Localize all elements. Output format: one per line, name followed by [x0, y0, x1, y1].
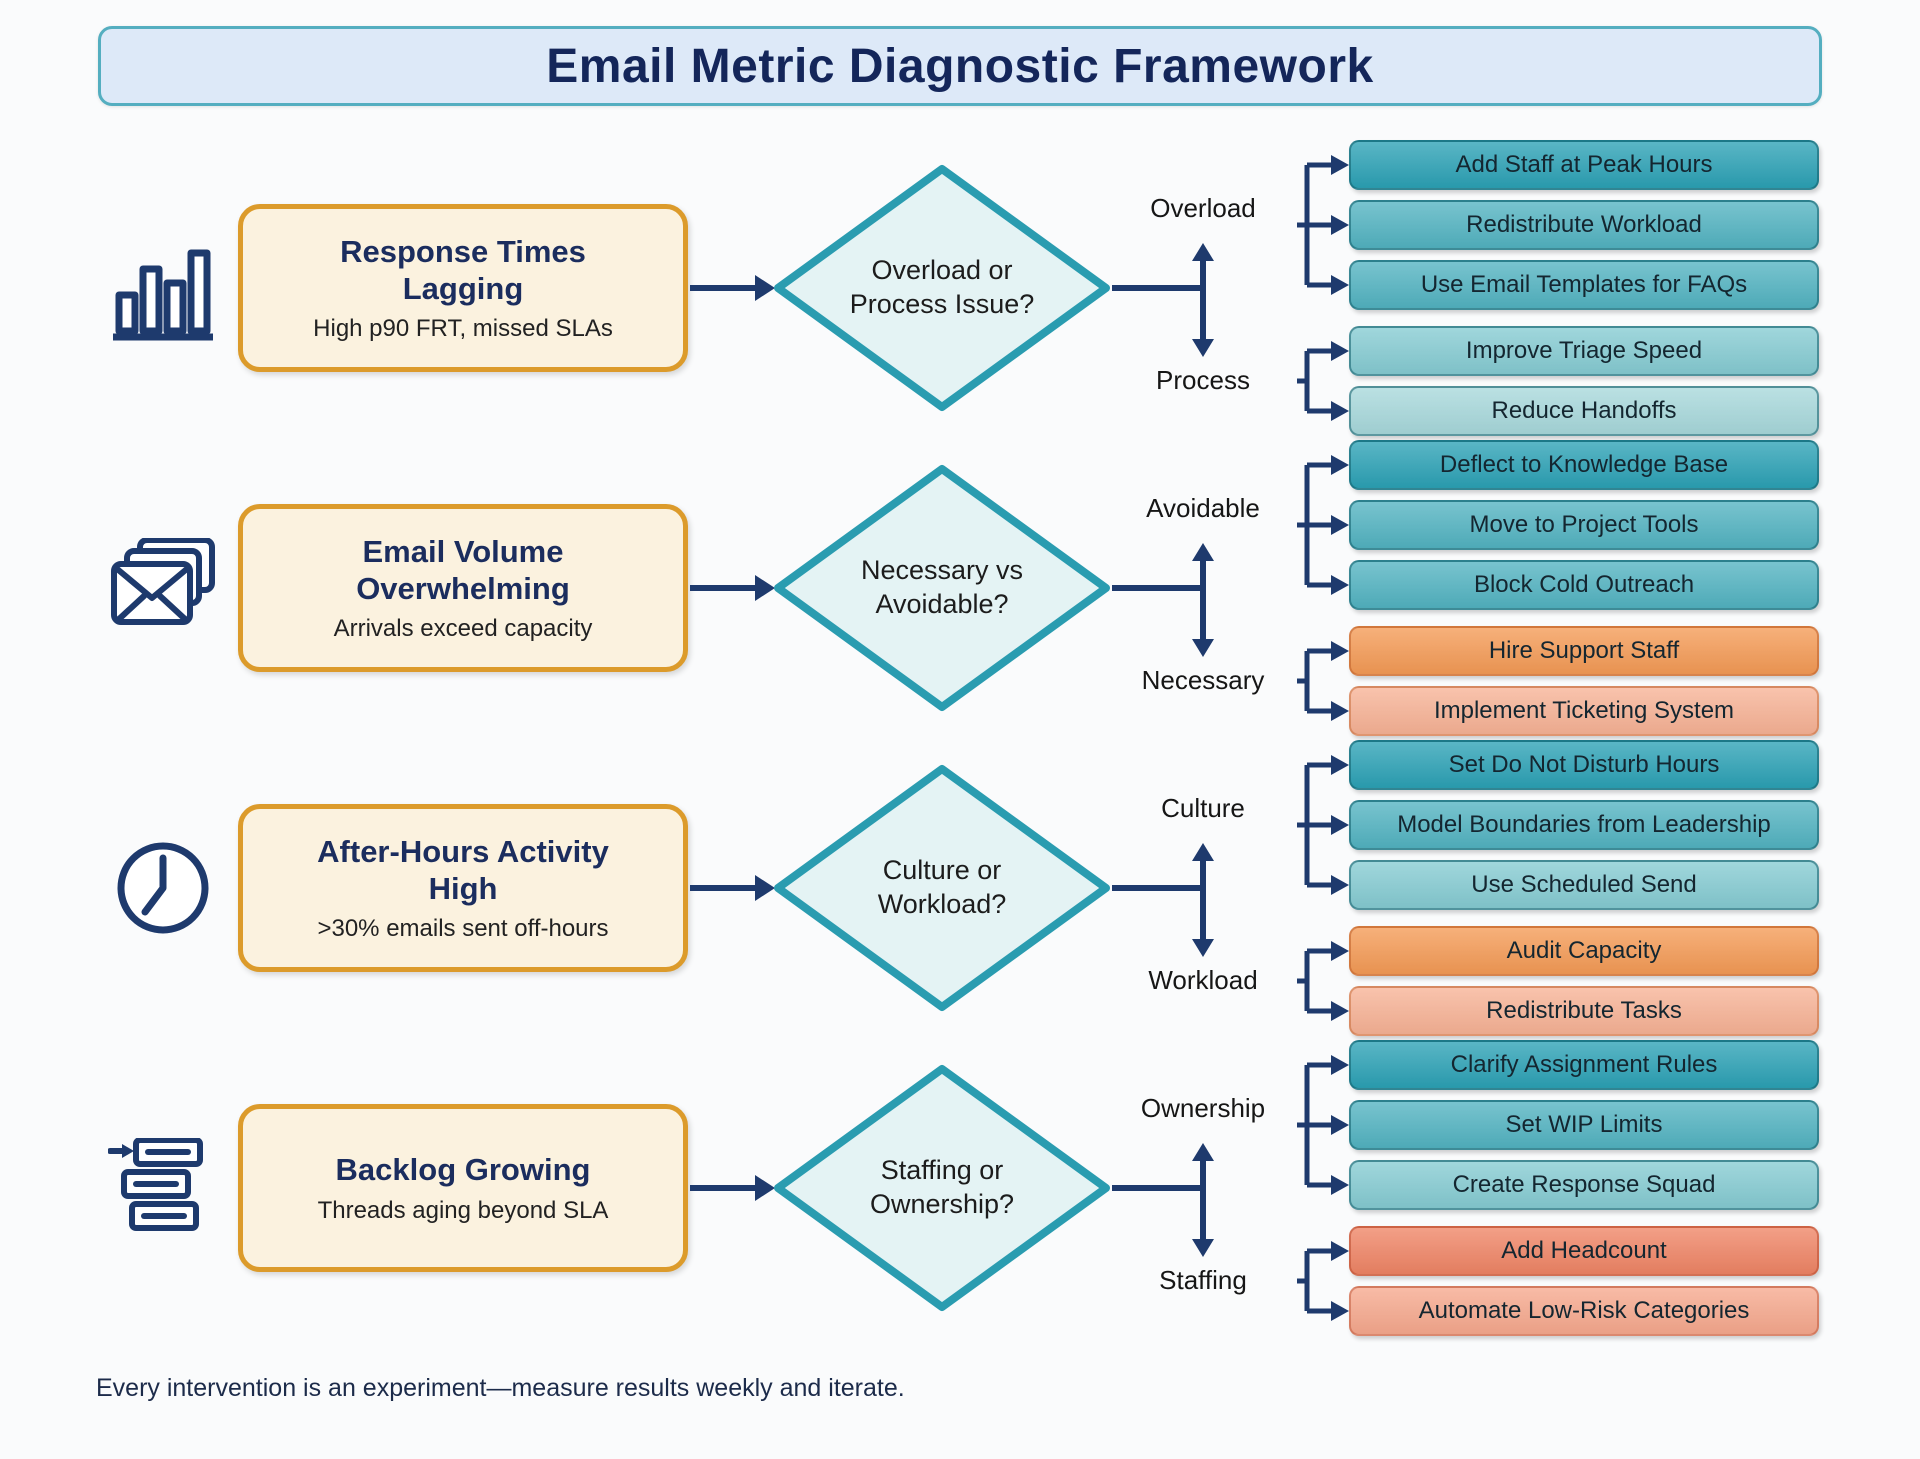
bracket-arrows-icon: [1297, 941, 1349, 1021]
action-box: Set WIP Limits: [1349, 1100, 1819, 1150]
action-box: Reduce Handoffs: [1349, 386, 1819, 436]
action-box: Automate Low-Risk Categories: [1349, 1286, 1819, 1336]
decision-text: Overload or Process Issue?: [849, 255, 1035, 319]
actions-column: Add Staff at Peak Hours Redistribute Wor…: [1297, 140, 1819, 436]
bracket-arrows-icon: [1297, 755, 1349, 895]
branch-connector: Overload Process: [1112, 140, 1297, 436]
branch-label: Necessary: [1141, 665, 1265, 695]
diagram-body: Response Times Lagging High p90 FRT, mis…: [88, 140, 1920, 1336]
branch-group: Audit Capacity Redistribute Tasks: [1297, 926, 1819, 1036]
branch-label: Ownership: [1140, 1093, 1266, 1123]
branch-group: Clarify Assignment Rules Set WIP Limits …: [1297, 1040, 1819, 1210]
problem-subtitle: Threads aging beyond SLA: [317, 1196, 609, 1224]
branch-group: Hire Support Staff Implement Ticketing S…: [1297, 626, 1819, 736]
action-box: Use Scheduled Send: [1349, 860, 1819, 910]
title-banner: Email Metric Diagnostic Framework: [98, 26, 1822, 106]
branch-connector: Culture Workload: [1112, 740, 1297, 1036]
up-down-arrow-icon: [1192, 843, 1214, 957]
action-box: Audit Capacity: [1349, 926, 1819, 976]
problem-subtitle: >30% emails sent off-hours: [317, 915, 609, 943]
decision-diamond: Overload or Process Issue?: [772, 163, 1112, 413]
actions-column: Clarify Assignment Rules Set WIP Limits …: [1297, 1040, 1819, 1336]
action-box: Move to Project Tools: [1349, 500, 1819, 550]
problem-title: Response Times Lagging: [340, 233, 586, 306]
action-box: Improve Triage Speed: [1349, 326, 1819, 376]
footer-note: Every intervention is an experiment—meas…: [96, 1374, 905, 1402]
problem-title: Email Volume Overwhelming: [356, 533, 570, 606]
bracket-arrows-icon: [1297, 641, 1349, 721]
emails-icon: [88, 538, 238, 638]
actions-column: Set Do Not Disturb Hours Model Boundarie…: [1297, 740, 1819, 1036]
action-box: Clarify Assignment Rules: [1349, 1040, 1819, 1090]
decision-diamond: Culture or Workload?: [772, 763, 1112, 1013]
action-box: Create Response Squad: [1349, 1160, 1819, 1210]
connector-line: [1112, 285, 1204, 291]
action-box: Add Headcount: [1349, 1226, 1819, 1276]
diagnostic-row-backlog: Backlog Growing Threads aging beyond SLA…: [88, 1040, 1920, 1336]
decision-diamond: Necessary vs Avoidable?: [772, 463, 1112, 713]
action-box: Use Email Templates for FAQs: [1349, 260, 1819, 310]
problem-title: After-Hours Activity High: [317, 833, 609, 906]
branch-group: Deflect to Knowledge Base Move to Projec…: [1297, 440, 1819, 610]
connector-line: [1112, 1185, 1204, 1191]
diagnostic-row-email-volume: Email Volume Overwhelming Arrivals excee…: [88, 440, 1920, 736]
action-box: Redistribute Workload: [1349, 200, 1819, 250]
decision-text: Staffing or Ownership?: [869, 1155, 1015, 1219]
bracket-arrows-icon: [1297, 1055, 1349, 1195]
arrow-right-icon: [690, 275, 775, 301]
problem-subtitle: Arrivals exceed capacity: [333, 615, 593, 643]
action-box: Implement Ticketing System: [1349, 686, 1819, 736]
branch-label: Staffing: [1159, 1265, 1247, 1295]
decision-diamond: Staffing or Ownership?: [772, 1063, 1112, 1313]
branch-label: Workload: [1148, 965, 1258, 995]
actions-column: Deflect to Knowledge Base Move to Projec…: [1297, 440, 1819, 736]
branch-group: Add Headcount Automate Low-Risk Categori…: [1297, 1226, 1819, 1336]
problem-box: Email Volume Overwhelming Arrivals excee…: [238, 504, 688, 672]
decision-text: Necessary vs Avoidable?: [860, 555, 1024, 619]
problem-box: After-Hours Activity High >30% emails se…: [238, 804, 688, 972]
action-box: Add Staff at Peak Hours: [1349, 140, 1819, 190]
bracket-arrows-icon: [1297, 155, 1349, 295]
branch-connector: Avoidable Necessary: [1112, 440, 1297, 736]
up-down-arrow-icon: [1192, 243, 1214, 357]
branch-group: Add Staff at Peak Hours Redistribute Wor…: [1297, 140, 1819, 310]
decision-text: Culture or Workload?: [877, 855, 1007, 919]
bracket-arrows-icon: [1297, 455, 1349, 595]
connector-line: [1112, 885, 1204, 891]
branch-group: Set Do Not Disturb Hours Model Boundarie…: [1297, 740, 1819, 910]
bracket-arrows-icon: [1297, 341, 1349, 421]
page-title: Email Metric Diagnostic Framework: [546, 39, 1374, 93]
action-box: Hire Support Staff: [1349, 626, 1819, 676]
branch-label: Culture: [1161, 793, 1245, 823]
bar-chart-icon: [88, 233, 238, 343]
clock-icon: [88, 838, 238, 938]
branch-label: Process: [1156, 365, 1250, 395]
problem-box: Backlog Growing Threads aging beyond SLA: [238, 1104, 688, 1272]
action-box: Model Boundaries from Leadership: [1349, 800, 1819, 850]
branch-label: Overload: [1150, 193, 1256, 223]
arrow-right-icon: [690, 1175, 775, 1201]
action-box: Redistribute Tasks: [1349, 986, 1819, 1036]
diagnostic-row-after-hours: After-Hours Activity High >30% emails se…: [88, 740, 1920, 1036]
bracket-arrows-icon: [1297, 1241, 1349, 1321]
problem-subtitle: High p90 FRT, missed SLAs: [313, 315, 613, 343]
diagnostic-row-response-times: Response Times Lagging High p90 FRT, mis…: [88, 140, 1920, 436]
action-box: Block Cold Outreach: [1349, 560, 1819, 610]
branch-connector: Ownership Staffing: [1112, 1040, 1297, 1336]
branch-group: Improve Triage Speed Reduce Handoffs: [1297, 326, 1819, 436]
action-box: Set Do Not Disturb Hours: [1349, 740, 1819, 790]
branch-label: Avoidable: [1146, 493, 1260, 523]
backlog-icon: [88, 1138, 238, 1238]
arrow-right-icon: [690, 875, 775, 901]
action-box: Deflect to Knowledge Base: [1349, 440, 1819, 490]
up-down-arrow-icon: [1192, 543, 1214, 657]
up-down-arrow-icon: [1192, 1143, 1214, 1257]
problem-box: Response Times Lagging High p90 FRT, mis…: [238, 204, 688, 372]
problem-title: Backlog Growing: [335, 1152, 591, 1188]
arrow-right-icon: [690, 575, 775, 601]
connector-line: [1112, 585, 1204, 591]
